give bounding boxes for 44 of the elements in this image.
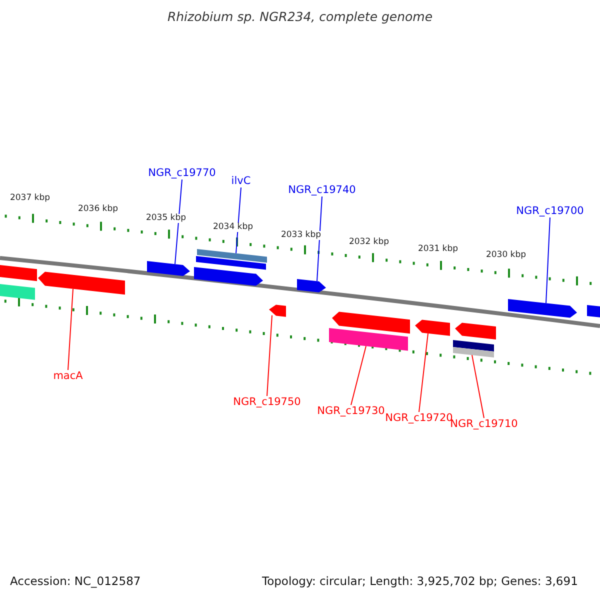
leader-line xyxy=(350,346,366,406)
gene-label: NGR_c19750 xyxy=(233,397,301,408)
scale-label: 2033 kbp xyxy=(280,231,322,240)
gene-block xyxy=(194,267,263,286)
gene-label: NGR_c19740 xyxy=(288,185,356,196)
leader-line xyxy=(546,217,550,304)
gene-bar xyxy=(587,305,600,318)
leader-line xyxy=(174,179,182,265)
gene-label: NGR_c19770 xyxy=(148,168,216,178)
gene-block xyxy=(147,261,190,276)
gene-label: NGR_c19720 xyxy=(385,413,453,424)
gene-block xyxy=(332,312,410,334)
gene-block xyxy=(508,299,577,318)
scale-label: 2034 kbp xyxy=(212,223,254,232)
leader-line xyxy=(68,288,74,370)
gene-block xyxy=(415,320,450,336)
gene-bar xyxy=(453,340,494,358)
leader-line xyxy=(266,314,272,396)
gene-bar xyxy=(196,256,266,270)
diagram-title: Rhizobium sp. NGR234, complete genome xyxy=(167,11,433,24)
gene-block xyxy=(297,279,326,292)
gene-label: NGR_c19700 xyxy=(516,206,584,216)
leader-line xyxy=(236,187,242,254)
gene-label: NGR_c19710 xyxy=(450,419,518,430)
leader-line xyxy=(316,196,322,282)
gene-bar xyxy=(0,284,35,300)
scale-label: 2037 kbp xyxy=(8,194,52,202)
accession-text: Accession: NC_012587 xyxy=(10,576,141,588)
gene-label: macA xyxy=(53,371,83,382)
gene-bar xyxy=(0,265,37,282)
gene-block xyxy=(269,304,286,317)
genome-info-text: Topology: circular; Length: 3,925,702 bp; Genes: 3,691 xyxy=(262,576,578,588)
scale-label: 2035 kbp xyxy=(144,214,188,222)
leader-line xyxy=(418,332,428,412)
gene-label: ilvC xyxy=(231,176,251,186)
gene-block xyxy=(38,272,125,295)
gene-bar xyxy=(329,328,408,351)
scale-label: 2031 kbp xyxy=(416,245,460,254)
gene-label: NGR_c19730 xyxy=(317,406,385,416)
scale-label: 2032 kbp xyxy=(348,238,390,246)
scale-label: 2036 kbp xyxy=(76,205,120,214)
gene-bar xyxy=(197,249,267,263)
scale-label: 2030 kbp xyxy=(484,251,528,260)
gene-block xyxy=(455,322,496,340)
